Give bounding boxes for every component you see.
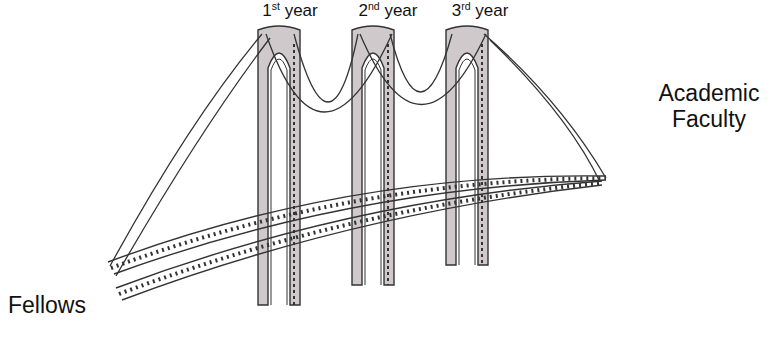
bridge-deck	[108, 176, 606, 300]
label-word: year	[280, 1, 318, 20]
ordinal-suffix: st	[272, 0, 280, 12]
tower-label: 1st year	[262, 1, 317, 21]
ordinal-number: 1	[262, 1, 271, 20]
tower-label: 3rd year	[452, 1, 509, 21]
ordinal-suffix: nd	[368, 0, 380, 12]
ordinal-suffix: rd	[461, 0, 470, 12]
tower	[352, 26, 394, 285]
tower	[446, 26, 488, 265]
label-word: year	[380, 1, 418, 20]
tower-label: 2nd year	[359, 1, 418, 21]
end-label: Fellows	[8, 292, 86, 318]
ordinal-number: 2	[359, 1, 368, 20]
ordinal-number: 3	[452, 1, 461, 20]
end-label: Academic Faculty	[650, 80, 768, 133]
suspension-cables	[110, 34, 606, 276]
label-word: year	[471, 1, 509, 20]
